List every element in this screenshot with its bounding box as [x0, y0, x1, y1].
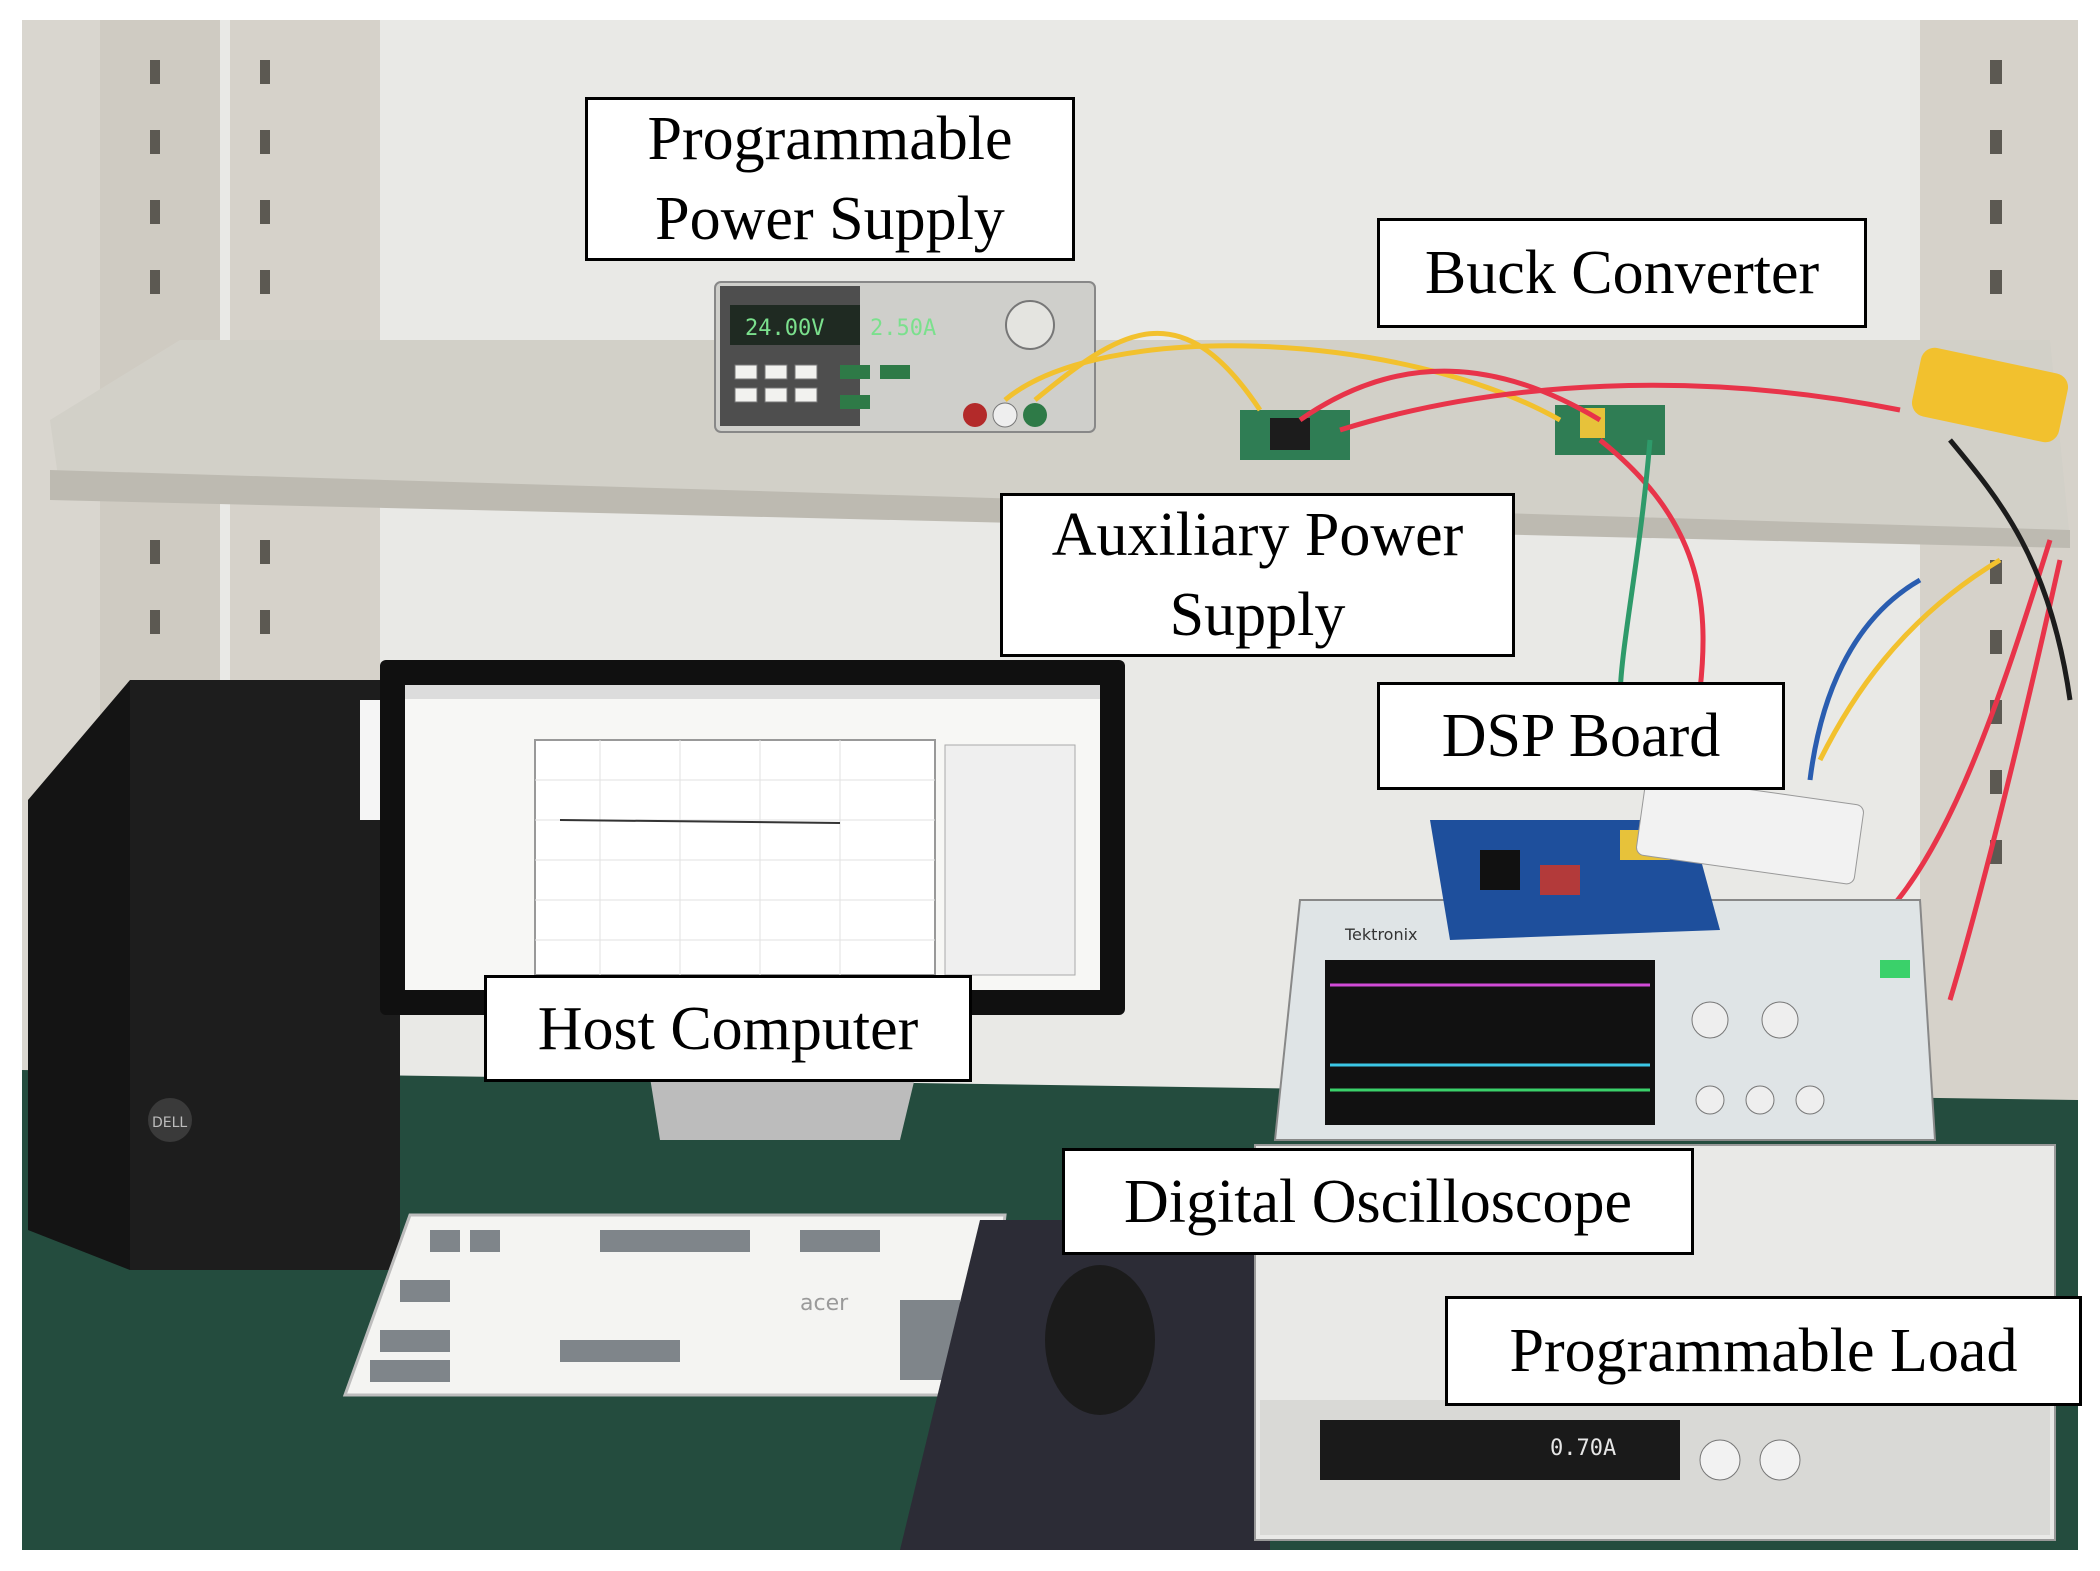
pc-tower: DELL: [28, 680, 400, 1270]
clamp-meter: [1911, 347, 2069, 443]
right-shelf-frame: [1920, 20, 2078, 1120]
keyboard-brand-text: acer: [800, 1291, 849, 1316]
oscilloscope: Tektronix: [1273, 899, 1937, 1141]
dsp-board: [1430, 775, 1864, 940]
power-supply-device: 24.00V 2.50A: [714, 281, 1096, 433]
label-auxiliary-power-supply-line1: Auxiliary Power: [1051, 501, 1464, 569]
wires: [1003, 330, 2073, 1001]
label-auxiliary-power-supply: Auxiliary Power Supply: [1000, 493, 1515, 657]
label-programmable-load-text: Programmable Load: [1509, 1317, 2018, 1385]
power-supply-voltage-readout: 24.00V: [745, 316, 824, 341]
load-current-readout: 0.70A: [1550, 1436, 1616, 1461]
label-programmable-power-supply-line1: Programmable: [647, 105, 1013, 173]
label-digital-oscilloscope: Digital Oscilloscope: [1062, 1148, 1694, 1255]
label-buck-converter: Buck Converter: [1377, 218, 1867, 328]
label-buck-converter-text: Buck Converter: [1424, 239, 1820, 307]
label-programmable-power-supply-line2: Power Supply: [655, 185, 1005, 253]
power-supply-current-readout: 2.50A: [870, 316, 936, 341]
mouse: [1045, 1265, 1155, 1415]
label-programmable-power-supply: Programmable Power Supply: [585, 97, 1075, 261]
tower-brand-text: DELL: [152, 1115, 187, 1131]
label-dsp-board-text: DSP Board: [1441, 702, 1721, 770]
label-host-computer: Host Computer: [484, 975, 972, 1082]
label-digital-oscilloscope-text: Digital Oscilloscope: [1124, 1167, 1632, 1236]
buck-converter-boards: [1240, 405, 1665, 460]
oscilloscope-brand-text: Tektronix: [1344, 925, 1418, 944]
keyboard: acer: [342, 1213, 1007, 1397]
label-host-computer-text: Host Computer: [537, 994, 919, 1063]
label-auxiliary-power-supply-line2: Supply: [1169, 581, 1346, 649]
label-dsp-board: DSP Board: [1377, 682, 1785, 790]
label-programmable-load: Programmable Load: [1445, 1296, 2082, 1406]
